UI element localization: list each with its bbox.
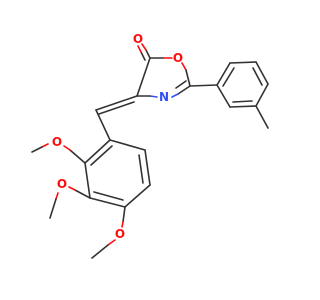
bond-c2-n3-dbl [175, 80, 187, 89]
bond-o1-c2 [181, 62, 187, 71]
bond-c5-carbonyl-dbl [140, 51, 146, 61]
methoxy-oxygen-2-label: O [57, 177, 67, 191]
bond-tol1 [216, 62, 231, 86]
bond-ome2-a-r [68, 186, 76, 191]
bond-c2-n3-b [171, 93, 179, 98]
bond-c2-n3 [177, 85, 191, 95]
bond-tol2 [229, 61, 257, 64]
bond-tol6 [216, 84, 231, 108]
bond-o1-c2b [185, 69, 191, 87]
ring-nitrogen-label: N [159, 90, 169, 104]
bond-ar3 [124, 184, 151, 208]
bond-tol3-dbl [252, 67, 263, 86]
bond-c5-carbonyl-dbl-r [137, 45, 142, 53]
bond-c2-tolyl [189, 84, 218, 87]
bond-ome1-a [69, 149, 86, 164]
bond-tol3 [255, 61, 269, 85]
bond-n3-c4 [149, 95, 158, 98]
bond-ome1-a-r [63, 145, 71, 151]
bond-c4-c5 [136, 57, 151, 97]
bond-tol1-dbl [222, 67, 235, 87]
bond-ar2-dbl [138, 154, 144, 184]
carbonyl-oxygen-label: O [133, 32, 143, 46]
bond-ome1-c [31, 146, 43, 153]
bond-c5-carbonyl-r [141, 43, 147, 51]
bond-ar1 [109, 139, 146, 151]
bond-tol4 [255, 83, 269, 107]
bond-ome3-a-r [121, 221, 124, 228]
bond-ome3-b [107, 239, 116, 246]
methoxy-oxygen-3-label: O [115, 227, 125, 241]
bond-ar2 [144, 149, 151, 186]
bond-tol-methyl [255, 105, 269, 129]
bond-tol5 [229, 105, 257, 108]
bond-ome3-a [122, 206, 126, 223]
bond-ar5 [84, 162, 91, 199]
bond-c4-ch-dbl [98, 101, 135, 115]
bond-ome3-c [91, 244, 109, 259]
bond-c4-ch [95, 95, 138, 111]
bond-ar6 [84, 139, 111, 164]
bond-ome2-b [55, 192, 59, 200]
bond-ar4-dbl [93, 191, 124, 201]
bond-c5-carbonyl [145, 49, 151, 59]
bond-tol5-dbl [232, 100, 253, 103]
ring-oxygen-label: O [173, 51, 183, 65]
bond-ome2-a [74, 189, 91, 199]
methoxy-oxygen-1-label: O [52, 135, 62, 149]
molecule-structure-diagram: O O N O O O [31, 32, 269, 259]
bond-ome2-c [49, 198, 57, 219]
bond-ch-aryl [95, 109, 111, 141]
bond-ar4 [89, 197, 126, 208]
bond-ar6-dbl [90, 145, 113, 166]
bond-ome1-b [41, 143, 49, 148]
